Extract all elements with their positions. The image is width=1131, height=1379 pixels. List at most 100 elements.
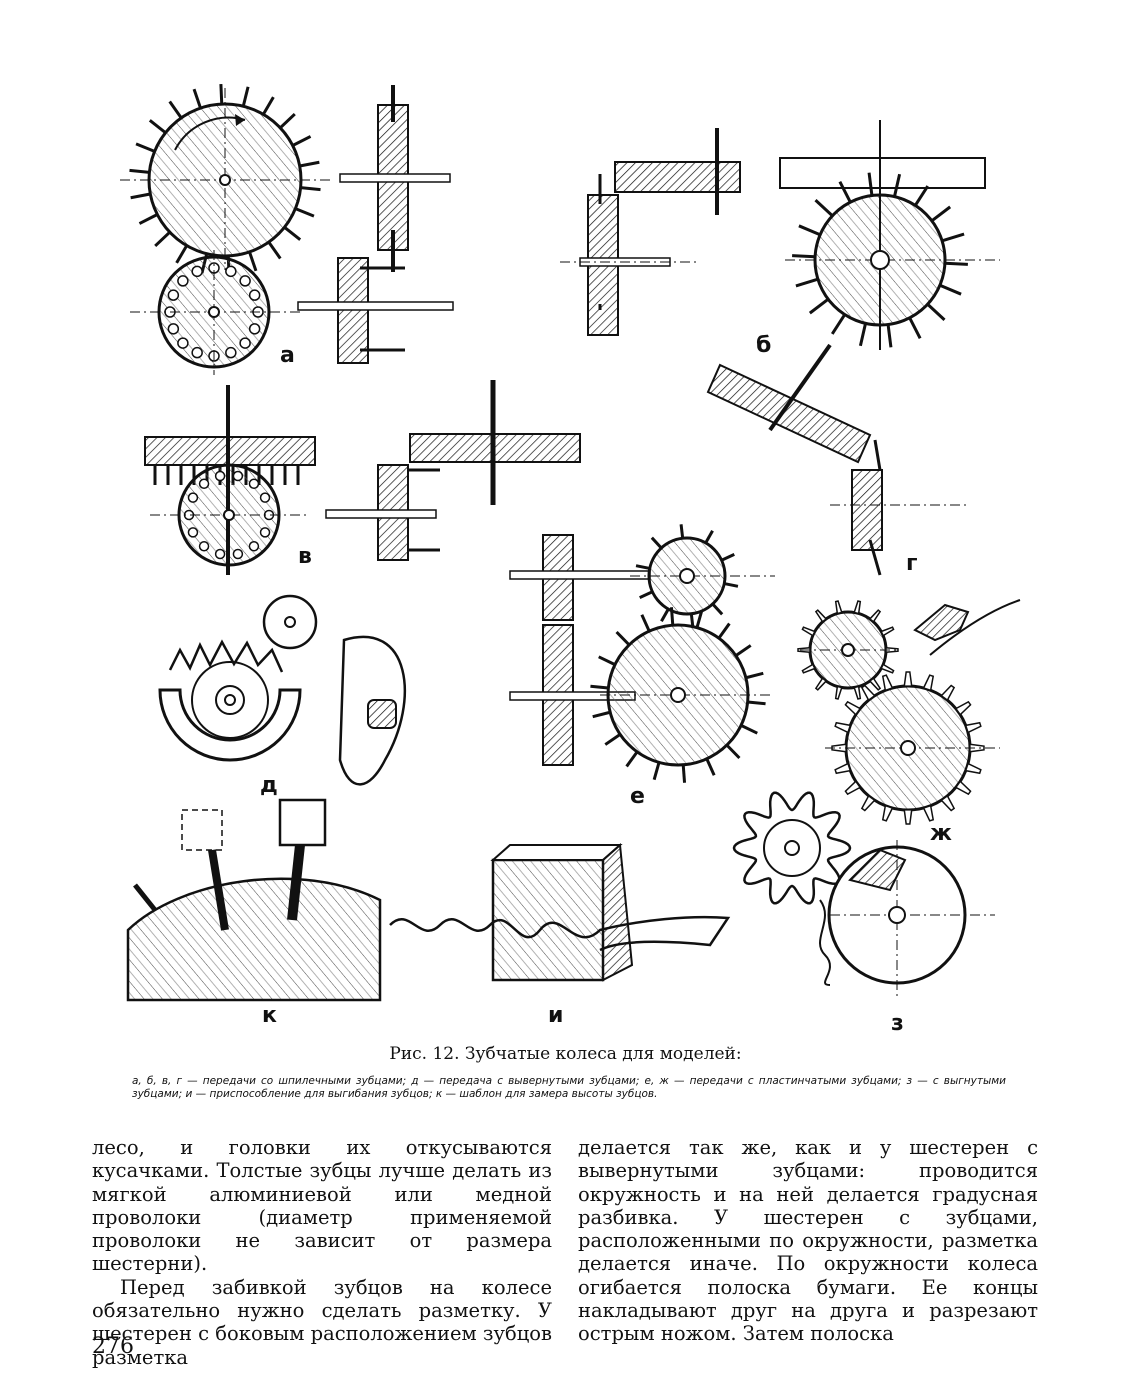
tooth-hole	[248, 478, 260, 489]
gear-tooth	[154, 231, 171, 248]
plate-tooth	[922, 674, 935, 692]
tooth-hole	[232, 548, 244, 560]
gear-tooth	[795, 277, 819, 288]
gear-tooth	[640, 614, 651, 632]
gear-tooth	[175, 244, 188, 264]
gear-tooth	[926, 303, 946, 321]
gear-tooth	[650, 536, 663, 550]
figure-caption-description: а, б, в, г — передачи со шпилечными зубц…	[132, 1075, 1006, 1100]
tooth-hole	[187, 492, 199, 503]
gear-a-bottom	[130, 250, 300, 375]
gear-tooth	[148, 119, 167, 134]
tooth-hole	[191, 265, 203, 278]
figure-caption-title: Рис. 12. Зубчатые колеса для моделей:	[389, 1044, 742, 1064]
tooth-hole	[259, 492, 271, 503]
plate-tooth	[834, 685, 843, 700]
gear-z	[732, 791, 995, 1000]
gear-tooth	[660, 608, 670, 623]
gear-tooth	[717, 622, 731, 640]
gear-illustration: а б в	[120, 84, 1021, 1036]
tooth-hole	[214, 548, 226, 560]
plate-tooth	[954, 700, 972, 716]
template-k	[126, 798, 382, 1002]
gear-tooth	[615, 630, 631, 646]
plate-tooth	[964, 762, 982, 775]
tooth-hole	[248, 541, 260, 552]
gear-zh	[797, 599, 1021, 825]
gear-tooth	[704, 529, 714, 544]
tooth-hole	[232, 470, 244, 482]
plate-tooth	[814, 677, 828, 691]
gear-tooth	[679, 524, 685, 539]
gear-tooth	[299, 160, 320, 168]
tooth-hole	[198, 541, 210, 552]
tooth-hole	[167, 289, 180, 301]
gear-tooth	[723, 582, 739, 588]
gear-tooth	[248, 251, 258, 272]
gear-tooth	[695, 609, 704, 629]
gear-tooth	[745, 671, 764, 680]
gear-tooth	[705, 758, 716, 776]
plate-tooth	[853, 685, 862, 700]
tooth-hole	[167, 323, 180, 335]
tooth-hole	[214, 470, 226, 482]
plate-tooth	[940, 794, 956, 812]
gear-tooth	[941, 232, 965, 243]
plate-tooth	[868, 677, 882, 691]
gear-tooth	[886, 324, 893, 348]
gear-tooth	[590, 684, 609, 690]
gear-tooth	[279, 112, 296, 129]
gear-tooth	[130, 192, 151, 200]
gear-tooth	[625, 750, 639, 768]
tooth-hole	[239, 337, 251, 349]
plate-tooth	[801, 663, 816, 674]
gear-tooth	[262, 96, 275, 116]
tool-i	[389, 842, 731, 982]
gear-tooth	[639, 590, 654, 599]
plate-tooth	[868, 609, 882, 623]
gear-tooth	[168, 100, 183, 119]
gear-tooth	[711, 602, 724, 616]
gear-tooth	[592, 710, 611, 719]
plate-tooth	[885, 646, 899, 654]
plate-tooth	[964, 721, 982, 734]
gear-tooth	[598, 655, 616, 666]
plate-tooth	[853, 600, 862, 615]
label-a: а	[280, 343, 295, 368]
gear-tooth	[798, 224, 821, 237]
gear-tooth	[669, 607, 675, 626]
label-g: г	[906, 551, 918, 576]
gear-tooth	[292, 135, 312, 147]
gear-tooth	[192, 88, 202, 109]
plate-tooth	[834, 721, 852, 734]
tooth-hole	[225, 265, 237, 278]
gear-tooth	[939, 283, 962, 296]
page-number: 276	[92, 1334, 134, 1359]
gear-tooth	[652, 761, 661, 781]
gear-tooth	[241, 86, 250, 107]
plate-tooth	[922, 804, 935, 822]
gear-tooth	[858, 323, 867, 347]
gear-tooth	[740, 724, 758, 735]
tooth-hole	[187, 527, 199, 538]
gear-tooth	[808, 298, 830, 315]
gear-tooth	[930, 205, 952, 222]
gear-tooth	[135, 142, 156, 153]
text-column-right: делается так же, как и у шестерен с выве…	[578, 1136, 1038, 1346]
plate-tooth	[834, 762, 852, 775]
plate-tooth	[881, 674, 894, 692]
gear-tooth	[635, 564, 651, 570]
gear-tooth	[283, 226, 302, 241]
section-b	[560, 128, 741, 336]
gear-tooth	[300, 186, 321, 192]
gear-tooth	[294, 207, 315, 218]
plate-tooth	[881, 804, 894, 822]
gear-tooth	[838, 181, 852, 203]
gear-tooth	[944, 261, 968, 266]
gear-v	[144, 385, 316, 575]
plate-tooth	[834, 600, 843, 615]
gear-tooth	[814, 199, 834, 217]
plate-tooth	[940, 684, 956, 702]
gear-tooth	[267, 241, 282, 260]
gear-tooth	[893, 173, 902, 197]
